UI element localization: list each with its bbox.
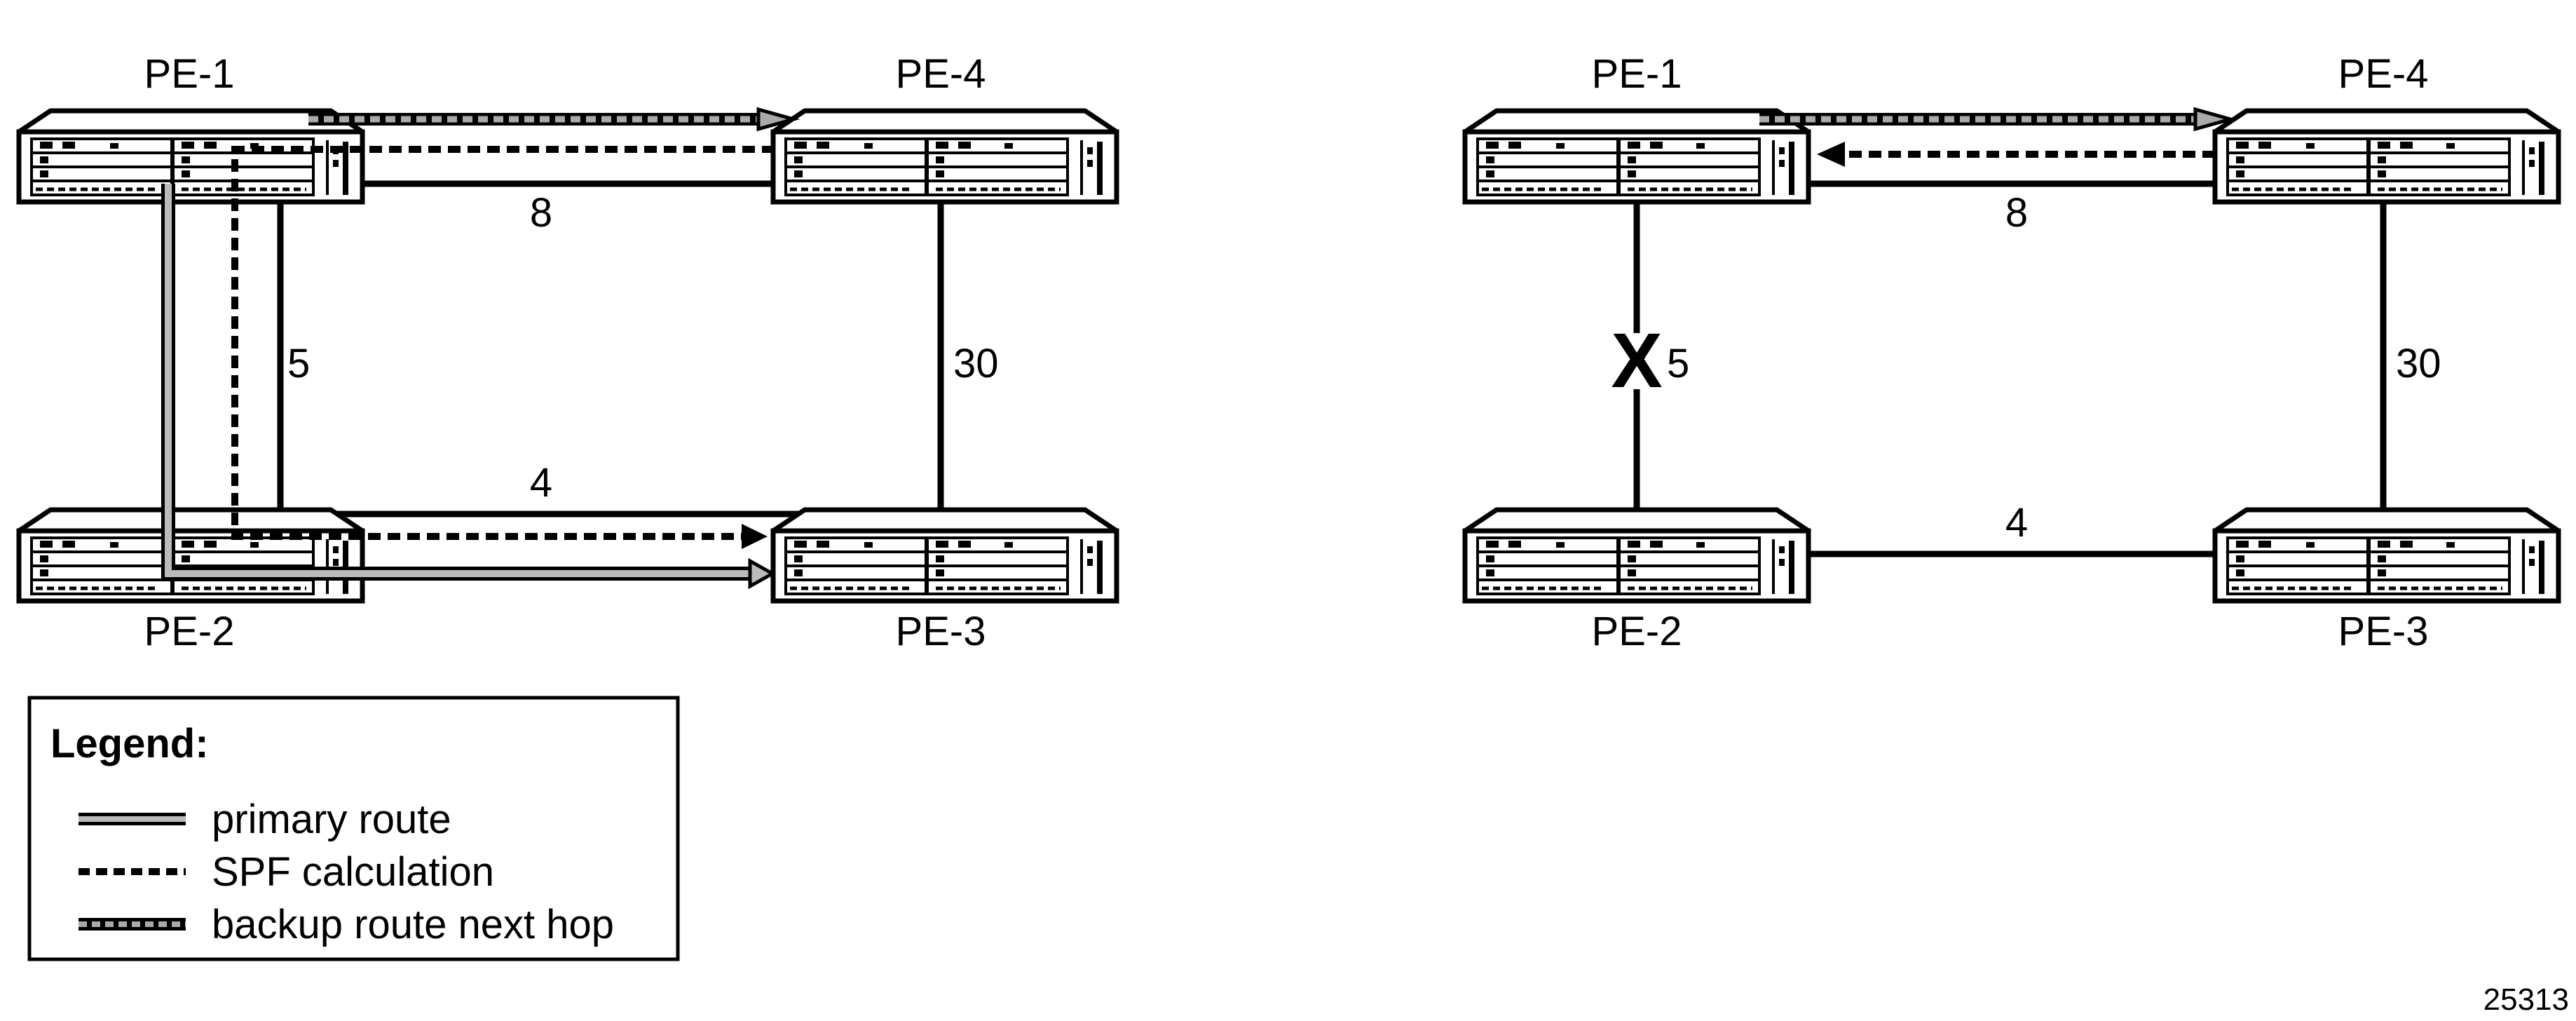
left-pe3-label: PE-3 bbox=[896, 609, 986, 654]
router-pe3-left bbox=[773, 510, 1117, 601]
right-pe4-label: PE-4 bbox=[2338, 51, 2429, 97]
left-panel: PE-1 PE-4 PE-2 PE-3 8 5 30 4 bbox=[19, 51, 1117, 654]
backup-route-arrowhead-right bbox=[2193, 107, 2237, 132]
legend: Legend: primary route SPF calculation ba… bbox=[27, 696, 680, 961]
router-pe2-left bbox=[19, 510, 362, 601]
left-pe2-label: PE-2 bbox=[144, 609, 235, 654]
left-metric-pe1-pe2: 5 bbox=[287, 341, 310, 386]
right-pe2-label: PE-2 bbox=[1592, 609, 1682, 654]
router-pe1-right bbox=[1465, 111, 1808, 202]
left-pe4-label: PE-4 bbox=[896, 51, 986, 97]
backup-route-arrowhead-left bbox=[756, 107, 800, 132]
left-metric-pe1-pe4: 8 bbox=[530, 190, 552, 236]
router-pe2-right bbox=[1465, 510, 1808, 601]
left-metric-pe2-pe3: 4 bbox=[530, 460, 552, 506]
link-failure-x-icon: X bbox=[1611, 318, 1662, 404]
router-pe4-left bbox=[773, 111, 1117, 202]
spf-arrowhead-right bbox=[1817, 142, 1845, 167]
router-pe4-right bbox=[2215, 111, 2558, 202]
router-pe3-right bbox=[2215, 510, 2558, 601]
spf-calculation-path-left bbox=[231, 146, 775, 540]
legend-backup-route-label: backup route next hop bbox=[212, 902, 614, 947]
legend-box bbox=[27, 696, 680, 961]
left-metric-pe4-pe3: 30 bbox=[953, 341, 999, 386]
figure-id: 25313 bbox=[2483, 982, 2569, 1017]
right-panel: X PE-1 PE-4 PE-2 PE-3 8 5 30 4 bbox=[1465, 51, 2558, 654]
right-metric-pe2-pe3: 4 bbox=[2005, 500, 2028, 546]
right-metric-pe4-pe3: 30 bbox=[2396, 341, 2441, 386]
right-pe3-label: PE-3 bbox=[2338, 609, 2429, 654]
right-pe1-label: PE-1 bbox=[1592, 51, 1682, 97]
legend-title: Legend: bbox=[50, 721, 209, 766]
left-pe1-label: PE-1 bbox=[144, 51, 235, 97]
legend-spf-label: SPF calculation bbox=[212, 849, 494, 895]
right-metric-pe1-pe4: 8 bbox=[2005, 190, 2028, 236]
spf-arrowhead-left bbox=[742, 524, 768, 549]
right-metric-pe1-pe2: 5 bbox=[1667, 341, 1689, 386]
legend-primary-route-label: primary route bbox=[212, 797, 451, 842]
primary-route-arrowhead bbox=[748, 557, 777, 590]
